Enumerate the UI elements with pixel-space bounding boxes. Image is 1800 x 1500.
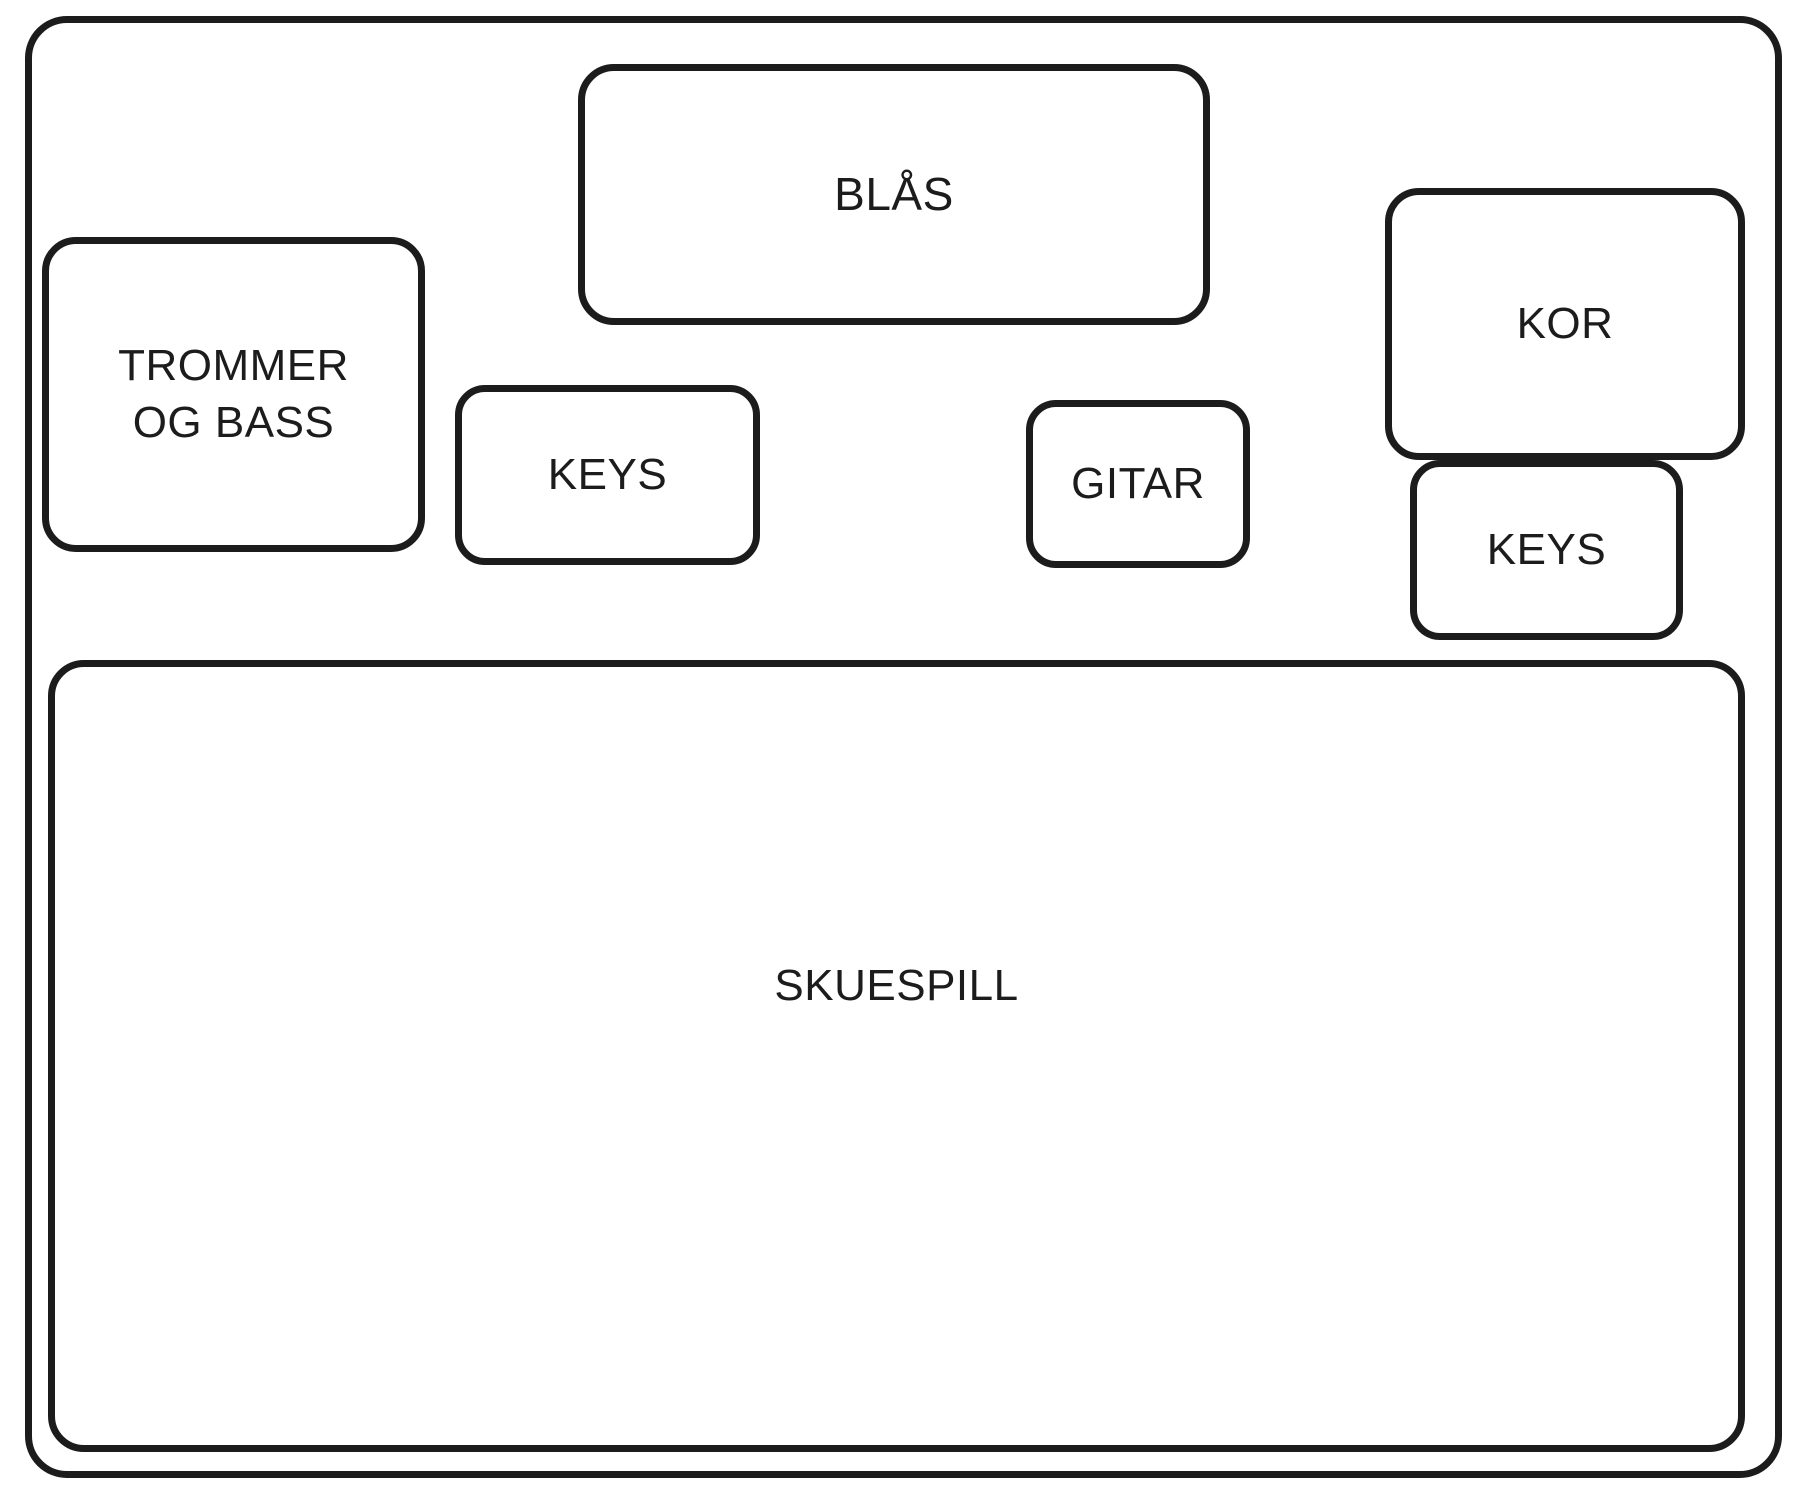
zone-kor-label: KOR xyxy=(1516,298,1614,348)
zone-keys-left[interactable]: KEYS xyxy=(455,385,760,565)
zone-trommer-og-bass-label: TROMMER OG BASS xyxy=(118,341,349,447)
zone-blas-label: BLÅS xyxy=(834,168,954,221)
zone-keys-right[interactable]: KEYS xyxy=(1410,460,1683,640)
zone-trommer-og-bass[interactable]: TROMMER OG BASS xyxy=(42,237,425,552)
zone-skuespill-label: SKUESPILL xyxy=(774,960,1019,1010)
zone-keys-left-label: KEYS xyxy=(547,449,668,499)
stage-boundary xyxy=(25,16,1782,1478)
zone-kor[interactable]: KOR xyxy=(1385,188,1745,460)
zone-blas[interactable]: BLÅS xyxy=(578,64,1210,325)
zone-keys-right-label: KEYS xyxy=(1486,524,1607,574)
zone-gitar[interactable]: GITAR xyxy=(1026,400,1250,568)
zone-skuespill[interactable]: SKUESPILL xyxy=(48,660,1745,1452)
zone-gitar-label: GITAR xyxy=(1071,458,1205,508)
